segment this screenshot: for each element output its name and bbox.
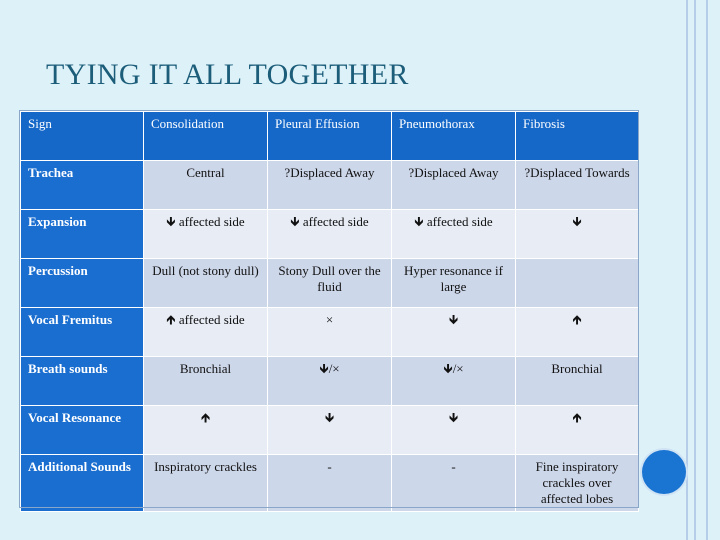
table-row: Additional Sounds Inspiratory crackles -…	[20, 454, 639, 512]
table-row: Vocal Fremitus 🡹 affected side × 🡻 🡹	[20, 307, 639, 357]
table-cell: ?Displaced Away	[391, 160, 516, 210]
slide-title: TYING IT ALL TOGETHER	[46, 58, 409, 91]
table-cell: 🡻/×	[267, 356, 392, 406]
header-cell: Sign	[20, 111, 144, 161]
slide-border-lines	[680, 0, 720, 540]
table-cell: -	[391, 454, 516, 512]
row-label: Trachea	[20, 160, 144, 210]
header-cell: Pneumothorax	[391, 111, 516, 161]
table-cell: 🡻 affected side	[267, 209, 392, 259]
table-cell	[515, 258, 639, 308]
table-cell: 🡹	[515, 405, 639, 455]
row-label: Percussion	[20, 258, 144, 308]
row-label: Breath sounds	[20, 356, 144, 406]
table-cell: Central	[143, 160, 268, 210]
table-cell: Inspiratory crackles	[143, 454, 268, 512]
table-cell: 🡹	[143, 405, 268, 455]
row-label: Additional Sounds	[20, 454, 144, 512]
row-label: Vocal Fremitus	[20, 307, 144, 357]
table-cell: 🡻	[391, 307, 516, 357]
table-cell: ×	[267, 307, 392, 357]
table-cell: 🡻 affected side	[143, 209, 268, 259]
table-cell: Dull (not stony dull)	[143, 258, 268, 308]
table-row: Vocal Resonance 🡹 🡻 🡻 🡹	[20, 405, 639, 455]
table-cell: 🡻	[267, 405, 392, 455]
row-label: Vocal Resonance	[20, 405, 144, 455]
table-row: Trachea Central ?Displaced Away ?Displac…	[20, 160, 639, 210]
table-cell: 🡻	[515, 209, 639, 259]
table-cell: Bronchial	[143, 356, 268, 406]
table-cell: 🡹	[515, 307, 639, 357]
table-cell: 🡻/×	[391, 356, 516, 406]
table-row: Breath sounds Bronchial 🡻/× 🡻/× Bronchia…	[20, 356, 639, 406]
decorative-circle	[642, 450, 686, 494]
table-cell: Fine inspiratory crackles over affected …	[515, 454, 639, 512]
table-header-row: Sign Consolidation Pleural Effusion Pneu…	[20, 111, 639, 161]
table-cell: -	[267, 454, 392, 512]
table-row: Expansion 🡻 affected side 🡻 affected sid…	[20, 209, 639, 259]
table-cell: 🡻	[391, 405, 516, 455]
table-cell: 🡻 affected side	[391, 209, 516, 259]
row-label: Expansion	[20, 209, 144, 259]
header-cell: Fibrosis	[515, 111, 639, 161]
table-cell: Hyper resonance if large	[391, 258, 516, 308]
table-cell: Stony Dull over the fluid	[267, 258, 392, 308]
signs-comparison-table: Sign Consolidation Pleural Effusion Pneu…	[20, 111, 639, 512]
header-cell: Pleural Effusion	[267, 111, 392, 161]
table-row: Percussion Dull (not stony dull) Stony D…	[20, 258, 639, 308]
table-cell: ?Displaced Towards	[515, 160, 639, 210]
header-cell: Consolidation	[143, 111, 268, 161]
table-cell: ?Displaced Away	[267, 160, 392, 210]
table-cell: Bronchial	[515, 356, 639, 406]
table-cell: 🡹 affected side	[143, 307, 268, 357]
